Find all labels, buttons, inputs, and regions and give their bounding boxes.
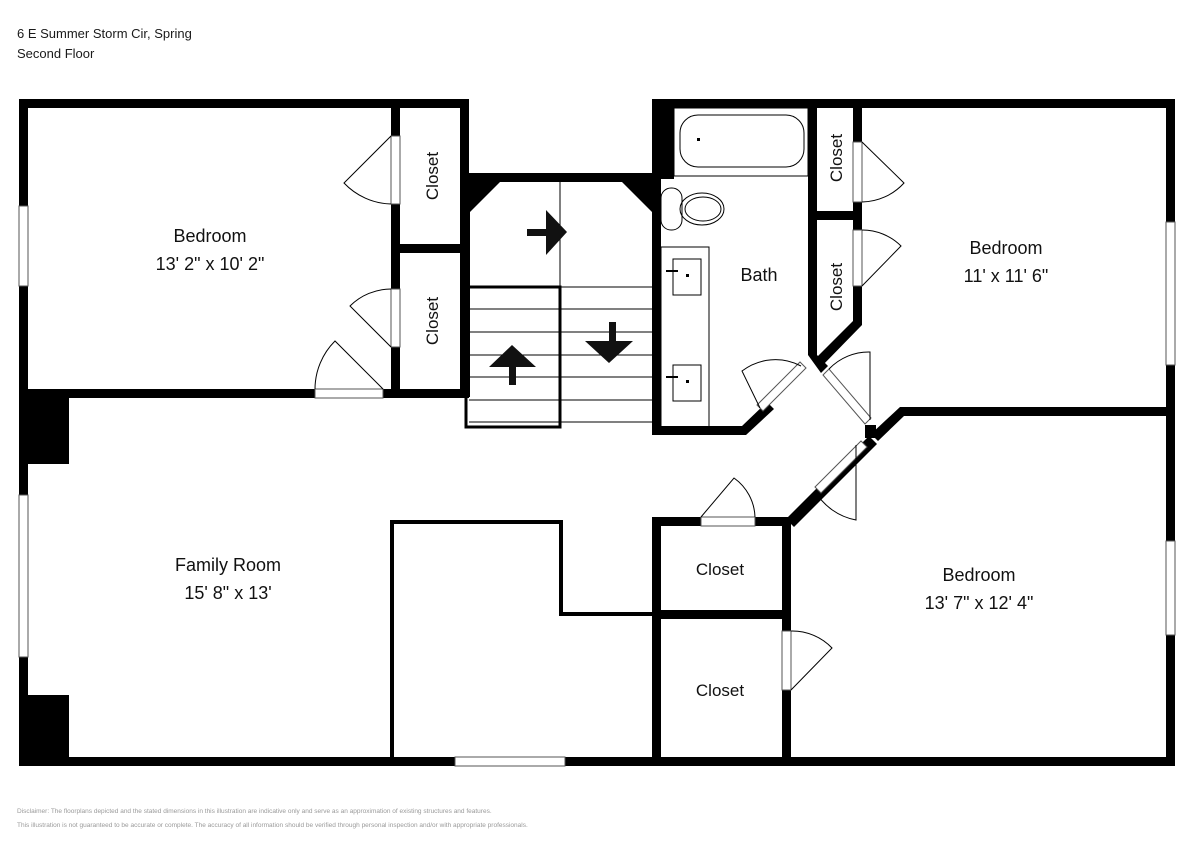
family-room-walls — [390, 520, 652, 757]
closet-label: Closet — [827, 134, 846, 182]
bedroom-1-walls — [28, 99, 469, 398]
family-room-name: Family Room — [175, 555, 281, 575]
windows — [18, 205, 1176, 767]
disclaimer: Disclaimer: The floorplans depicted and … — [17, 805, 528, 833]
outer-walls — [19, 99, 1175, 766]
address-text: 6 E Summer Storm Cir, Spring — [17, 26, 192, 41]
bedroom-2-closet-doors — [852, 141, 905, 287]
bedroom-3-door — [814, 440, 868, 521]
bath-walls — [652, 99, 817, 435]
closet-label: Closet — [827, 263, 846, 311]
bedroom-3-closet-doors — [700, 477, 833, 691]
bedroom-2-closet-walls — [808, 99, 862, 373]
bedroom-1-name: Bedroom — [173, 226, 246, 246]
floor-label: Second Floor — [17, 46, 95, 61]
disclaimer-line-2: This illustration is not guaranteed to b… — [17, 822, 528, 829]
bath-fixtures — [660, 107, 809, 428]
arrow-down-icon — [585, 322, 633, 363]
bedroom-2-walls — [865, 407, 1175, 441]
bedroom-1-dims: 13' 2" x 10' 2" — [156, 254, 265, 274]
closet-label: Closet — [423, 297, 442, 345]
arrow-up-icon — [489, 345, 536, 385]
room-labels: Bedroom 13' 2" x 10' 2" Bedroom 11' x 11… — [156, 134, 1049, 700]
bathtub-icon — [679, 114, 805, 168]
bedroom-2-dims: 11' x 11' 6" — [964, 266, 1049, 286]
toilet-icon — [660, 187, 725, 231]
closet-label: Closet — [696, 560, 744, 579]
bath-name: Bath — [740, 265, 777, 285]
closet-label: Closet — [423, 152, 442, 200]
bedroom-3-walls — [652, 436, 877, 766]
bedroom-2-name: Bedroom — [969, 238, 1042, 258]
plan-header: 6 E Summer Storm Cir, Spring Second Floo… — [17, 24, 192, 64]
closet-label: Closet — [696, 681, 744, 700]
arrow-right-icon — [527, 210, 567, 255]
bedroom-1-doors — [314, 135, 401, 399]
sink-icon — [672, 258, 702, 296]
bedroom-3-dims: 13' 7" x 12' 4" — [925, 593, 1034, 613]
family-room-dims: 15' 8" x 13' — [184, 583, 271, 603]
bedroom-3-name: Bedroom — [942, 565, 1015, 585]
staircase — [463, 173, 655, 429]
disclaimer-line-1: Disclaimer: The floorplans depicted and … — [17, 808, 492, 815]
bedroom-2-door — [822, 351, 872, 425]
bath-door — [741, 359, 807, 412]
sink-icon — [672, 364, 702, 402]
